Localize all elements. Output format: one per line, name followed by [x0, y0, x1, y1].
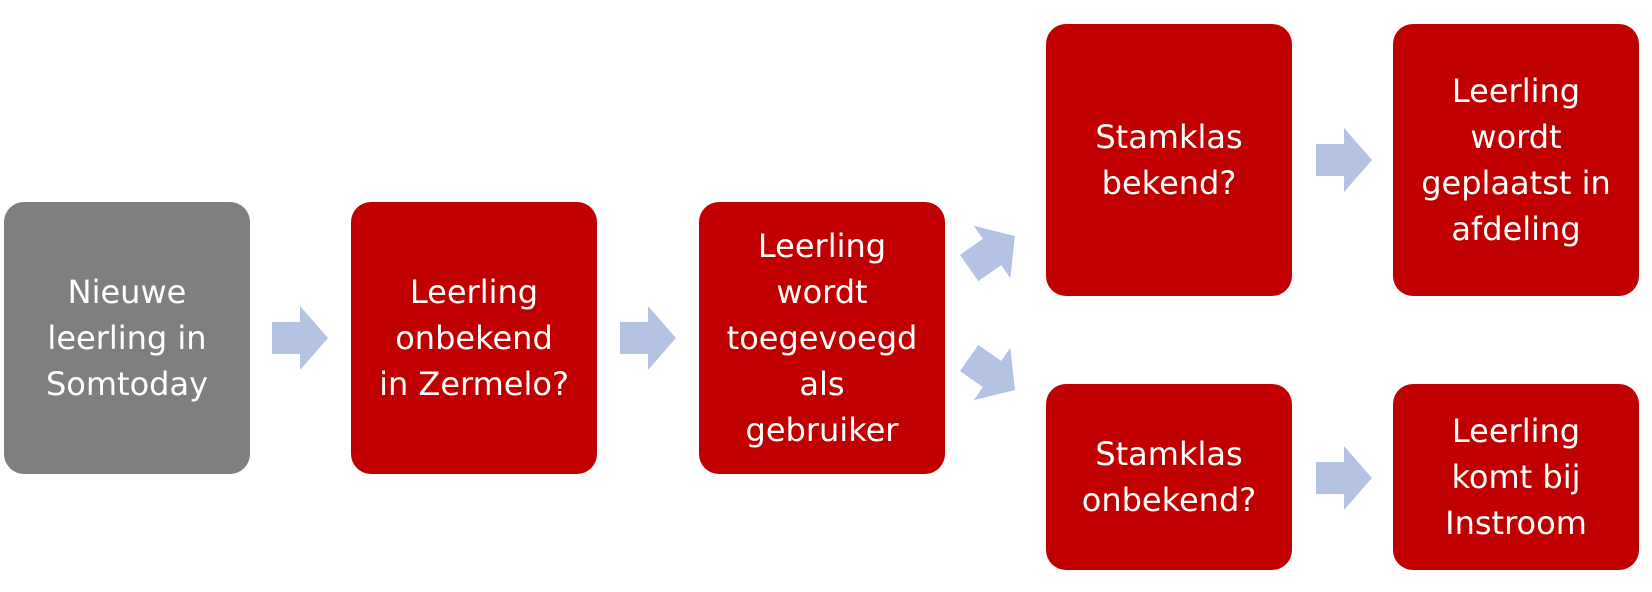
down-right-arrow-icon — [951, 332, 1034, 417]
node-placed-in-department: Leerling wordt geplaatst in afdeling — [1393, 24, 1639, 296]
node-class-unknown: Stamklas onbekend? — [1046, 384, 1292, 570]
node-student-added-as-user: Leerling wordt toegevoegd als gebruiker — [699, 202, 945, 474]
node-new-student: Nieuwe leerling in Somtoday — [4, 202, 250, 474]
node-goes-to-intake: Leerling komt bij Instroom — [1393, 384, 1639, 570]
node-class-known: Stamklas bekend? — [1046, 24, 1292, 296]
right-arrow-icon — [1316, 446, 1372, 510]
node-student-unknown-in-zermelo: Leerling onbekend in Zermelo? — [351, 202, 597, 474]
right-arrow-icon — [620, 306, 676, 370]
right-arrow-icon — [272, 306, 328, 370]
up-right-arrow-icon — [951, 210, 1034, 295]
right-arrow-icon — [1316, 128, 1372, 192]
